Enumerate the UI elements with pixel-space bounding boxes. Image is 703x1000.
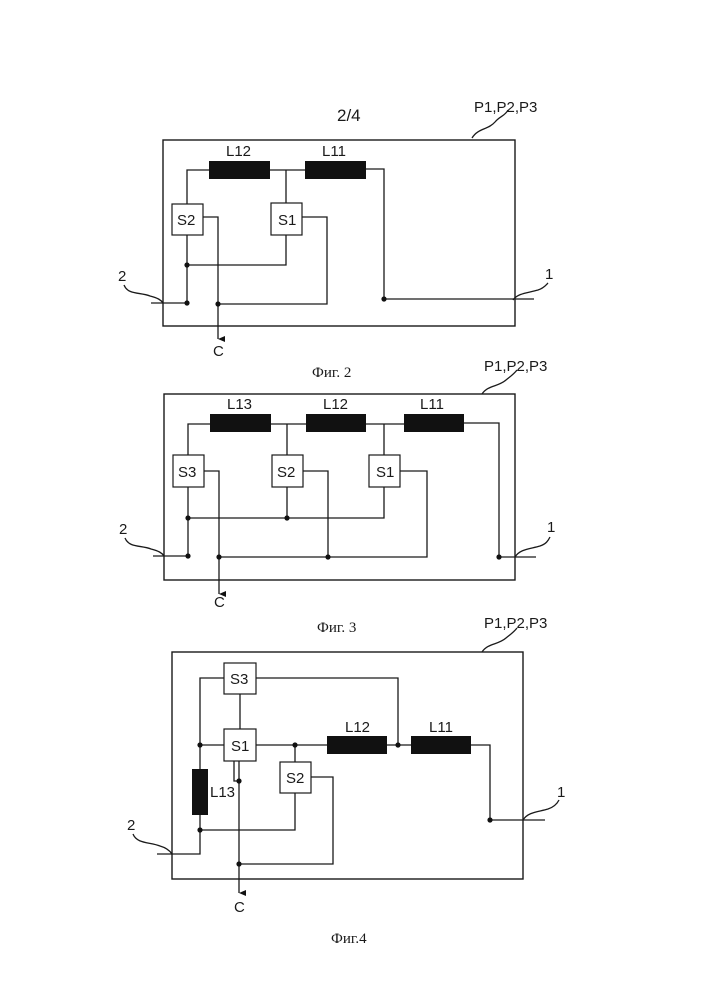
wire [200, 678, 224, 769]
junction [184, 300, 189, 305]
figure-caption: Фиг. 3 [317, 620, 356, 636]
junction [184, 262, 189, 267]
leader-line [125, 538, 164, 556]
junction [325, 554, 330, 559]
figure-3: P1,P2,P3 L13 L12 L11 S3 S2 S1 [119, 358, 555, 636]
switch-label: S2 [286, 770, 304, 787]
junction [395, 742, 400, 747]
page-number: 2/4 [337, 106, 361, 125]
inductor-label: L12 [226, 143, 251, 160]
figure-4: P1,P2,P3 S3 S1 S2 L12 L11 L13 [127, 615, 565, 947]
leader-line [515, 537, 550, 557]
wire [204, 471, 219, 583]
junction [496, 554, 501, 559]
leader-line [513, 283, 548, 300]
inductor-l11 [411, 736, 471, 754]
junction [284, 515, 289, 520]
junction [185, 515, 190, 520]
inductor-l13 [192, 769, 208, 815]
switch-label: S3 [230, 671, 248, 688]
switch-label: S2 [277, 464, 295, 481]
inductor-label: L11 [322, 143, 346, 160]
junction [381, 296, 386, 301]
terminal-label: 2 [119, 521, 127, 538]
wire [187, 170, 209, 204]
leader-line [523, 800, 559, 820]
figure-caption: Фиг. 2 [312, 365, 351, 381]
terminal-label: 1 [557, 784, 565, 801]
wire-terminal-2 [157, 815, 200, 854]
inductor-label: L11 [420, 396, 444, 413]
inductor-l11 [305, 161, 366, 179]
wire [303, 471, 328, 557]
inductor-l12 [327, 736, 387, 754]
inductor-l11 [404, 414, 464, 432]
inductor-label: L13 [210, 784, 235, 801]
inductor-label: L11 [429, 719, 453, 736]
terminal-label: 1 [547, 519, 555, 536]
wire [256, 678, 398, 745]
wire-terminal-1 [464, 423, 536, 557]
figure-2: P1,P2,P3 L12 L11 S2 S1 2 1 C [118, 99, 553, 381]
junction [185, 553, 190, 558]
switch-label: S1 [376, 464, 394, 481]
wire [188, 487, 384, 518]
junction [197, 742, 202, 747]
inductor-label: L12 [345, 719, 370, 736]
wire [187, 235, 286, 265]
figure-caption: Фиг.4 [331, 931, 367, 947]
switch-label: S2 [177, 212, 195, 229]
terminal-label: 2 [127, 817, 135, 834]
junction [216, 554, 221, 559]
leader-line [133, 834, 172, 854]
inductor-l12 [306, 414, 366, 432]
wire [188, 424, 210, 455]
output-label: C [213, 343, 224, 360]
terminal-label: 1 [545, 266, 553, 283]
wire [203, 217, 218, 328]
inductor-l12 [209, 161, 270, 179]
wire [234, 761, 239, 781]
junction [236, 861, 241, 866]
inductor-label: L13 [227, 396, 252, 413]
junction [215, 301, 220, 306]
junction [487, 817, 492, 822]
terminal-label: 2 [118, 268, 126, 285]
inductor-l13 [210, 414, 271, 432]
junction [292, 742, 297, 747]
output-label: C [214, 594, 225, 611]
junction [236, 778, 241, 783]
leader-line [124, 285, 163, 303]
wire-terminal-1 [471, 745, 545, 820]
wire-terminal-1 [366, 169, 534, 299]
junction [197, 827, 202, 832]
switch-label: S3 [178, 464, 196, 481]
switch-label: S1 [231, 738, 249, 755]
inductor-label: L12 [323, 396, 348, 413]
switch-label: S1 [278, 212, 296, 229]
output-label: C [234, 899, 245, 916]
